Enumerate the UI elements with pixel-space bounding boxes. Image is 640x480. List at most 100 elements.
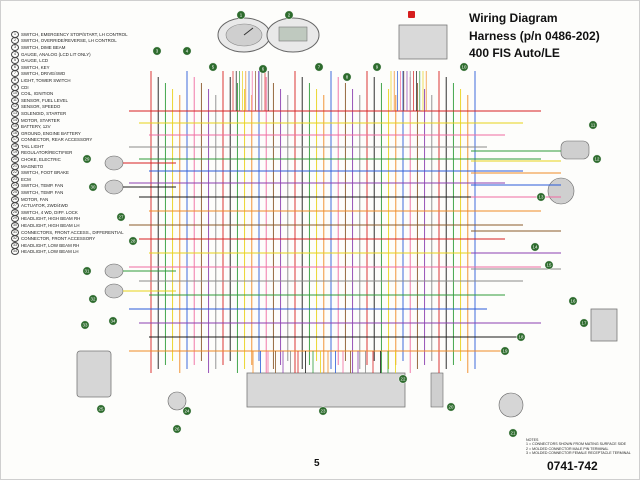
callout-marker: 21 [508, 428, 518, 438]
callout-marker: 6 [258, 64, 268, 74]
callout-marker: 17 [579, 318, 589, 328]
legend-number: 3 [11, 43, 19, 51]
cdi-box-icon [398, 24, 448, 60]
legend-label: SWITCH, OVERRIDE/REVERSE, LH CONTROL [21, 38, 117, 44]
callout-marker: 10 [459, 62, 469, 72]
fan-motor-icon [167, 391, 187, 411]
legend-number: 34 [11, 248, 19, 256]
callout-number: 30 [91, 185, 96, 190]
callout-marker: 8 [342, 72, 352, 82]
callout-marker: 24 [182, 406, 192, 416]
legend-number: 26 [11, 195, 19, 203]
callout-number: 17 [582, 321, 587, 326]
legend-label: GAUGE, LCD [21, 58, 49, 64]
callout-number: 20 [449, 405, 454, 410]
legend-number: 23 [11, 175, 19, 183]
legend-label: BATTERY, 12V [21, 124, 51, 130]
legend-number: 22 [11, 169, 19, 177]
callout-marker: 20 [446, 402, 456, 412]
callout-number: 15 [547, 263, 552, 268]
legend-label: CONNECTOR, REAR ACCESSORY [21, 137, 93, 143]
legend-number: 19 [11, 149, 19, 157]
legend-number: 27 [11, 202, 19, 210]
legend-label: CONNECTORS, FRONT ACCESS., DIFFERENTIAL [21, 229, 124, 235]
callout-marker: 15 [544, 260, 554, 270]
magneto-icon [498, 392, 524, 418]
note-line: NOTES [526, 438, 539, 442]
callout-marker: 3 [152, 46, 162, 56]
callout-marker: 11 [588, 120, 598, 130]
legend-label: MOTOR, FAN [21, 196, 49, 202]
callout-number: 8 [346, 75, 349, 80]
note-line: 3 = MOLDED CONNECTOR FEMALE RECEPTACLE T… [526, 450, 631, 455]
callout-number: 3 [156, 49, 159, 54]
legend-number: 28 [11, 208, 19, 216]
legend-label: SWITCH, DRIVE/4WD [21, 71, 66, 77]
legend-number: 2 [11, 37, 19, 45]
callout-number: 31 [85, 269, 90, 274]
callout-number: 16 [571, 299, 576, 304]
legend-label: SWITCH, DIME BEAM [21, 44, 66, 50]
callout-number: 9 [376, 65, 379, 70]
headlight-icons [104, 155, 124, 299]
note-line: 2 = MOLDED CONNECTOR MALE PIN TERMINAL [526, 446, 609, 451]
callout-number: 14 [533, 245, 538, 250]
callout-number: 11 [591, 123, 596, 128]
callout-marker: 4 [182, 46, 192, 56]
callout-number: 6 [262, 67, 265, 72]
callout-marker: 7 [314, 62, 324, 72]
legend-label: CDI [21, 84, 29, 90]
callout-number: 28 [131, 239, 136, 244]
legend-label: SWITCH, FOOT BRAKE [21, 170, 69, 176]
legend-number: 33 [11, 241, 19, 249]
legend-number: 31 [11, 228, 19, 236]
callout-number: 2 [288, 13, 291, 18]
legend-number: 13 [11, 109, 19, 117]
legend-number: 10 [11, 90, 19, 98]
callout-marker: 2 [284, 10, 294, 20]
legend-label: HEADLIGHT, LOW BEAM LH [21, 249, 79, 255]
callout-number: 18 [519, 335, 524, 340]
callout-number: 23 [321, 409, 326, 414]
starter-motor-icon [547, 140, 590, 205]
callout-marker: 9 [372, 62, 382, 72]
callout-number: 13 [539, 195, 544, 200]
legend-label: SWITCH, TEMP. FAN [21, 190, 64, 196]
legend-label: MAGNETO [21, 163, 44, 169]
callout-number: 34 [111, 319, 116, 324]
legend-number: 29 [11, 215, 19, 223]
callout-number: 22 [401, 377, 406, 382]
legend-label: LIGHT, TOWER SWITCH [21, 77, 71, 83]
callout-number: 25 [99, 407, 104, 412]
legend-label: GROUND, ENGINE BATTERY [21, 130, 81, 136]
callout-marker: 30 [88, 182, 98, 192]
legend-label: ACTUATOR, 2WD/4WD [21, 203, 68, 209]
callout-marker: 23 [318, 406, 328, 416]
legend-number: 15 [11, 123, 19, 131]
ignition-coil-icon [430, 372, 444, 408]
callout-number: 12 [595, 157, 600, 162]
legend-number: 5 [11, 57, 19, 65]
legend-label: HEADLIGHT, HIGH BEAM RH [21, 216, 81, 222]
legend-label: HEADLIGHT, LOW BEAM RH [21, 242, 80, 248]
callout-number: 7 [318, 65, 321, 70]
